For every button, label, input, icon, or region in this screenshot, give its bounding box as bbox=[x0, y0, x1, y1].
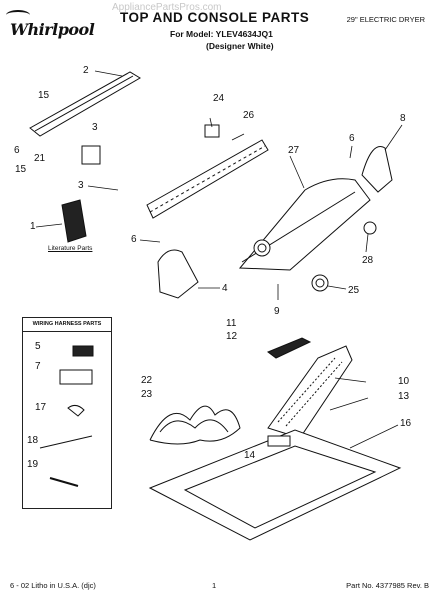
callout-27: 27 bbox=[288, 145, 300, 156]
part-wiring-harness bbox=[149, 405, 241, 445]
callout-8: 8 bbox=[400, 113, 406, 124]
callout-21: 21 bbox=[34, 153, 46, 164]
part-lint-screen bbox=[266, 337, 312, 359]
callout-4: 4 bbox=[222, 283, 228, 294]
part-top-back-strip bbox=[29, 71, 141, 137]
callout-15-lower: 15 bbox=[15, 164, 27, 175]
callout-13: 13 bbox=[398, 391, 410, 402]
callout-24: 24 bbox=[213, 93, 225, 104]
print-info: 6 - 02 Litho in U.S.A. (djc) bbox=[10, 581, 96, 590]
callout-17: 17 bbox=[35, 402, 47, 413]
harness-box-title: WIRING HARNESS PARTS bbox=[32, 321, 102, 327]
callout-25: 25 bbox=[348, 285, 360, 296]
variant-line: (Designer White) bbox=[206, 41, 274, 51]
callout-14: 14 bbox=[244, 450, 256, 461]
page-number: 1 bbox=[212, 581, 217, 590]
callout-10: 10 bbox=[398, 376, 410, 387]
part-knobs bbox=[311, 221, 377, 292]
product-type: 29" ELECTRIC DRYER bbox=[346, 15, 425, 24]
callout-23: 23 bbox=[141, 389, 153, 400]
part-console-panel bbox=[238, 178, 371, 271]
part-end-cap-right bbox=[361, 146, 393, 193]
callout-7: 7 bbox=[35, 361, 41, 372]
callout-6-right: 6 bbox=[349, 133, 355, 144]
logo-swoosh-icon bbox=[6, 10, 30, 20]
model-line: For Model: YLEV4634JQ1 bbox=[170, 29, 273, 39]
callout-28: 28 bbox=[362, 255, 374, 266]
part-end-cap-left bbox=[157, 249, 199, 299]
part-number: Part No. 4377985 Rev. B bbox=[346, 581, 429, 590]
wiring-harness-parts-box: WIRING HARNESS PARTS 5 7 17 18 19 bbox=[22, 317, 112, 509]
brand-name: Whirlpool bbox=[10, 20, 95, 39]
callout-19: 19 bbox=[27, 459, 39, 470]
callout-18: 18 bbox=[27, 435, 39, 446]
callout-11: 11 bbox=[226, 318, 237, 329]
callout-2: 2 bbox=[83, 65, 89, 76]
callout-6-lower: 6 bbox=[131, 234, 137, 245]
literature-parts-label: Literature Parts bbox=[48, 245, 93, 252]
part-console-bracket bbox=[146, 124, 269, 219]
whirlpool-logo: Whirlpool bbox=[4, 8, 95, 39]
callout-9: 9 bbox=[274, 306, 280, 317]
callout-15: 15 bbox=[38, 90, 50, 101]
callout-1: 1 bbox=[30, 221, 36, 232]
callout-22: 22 bbox=[141, 375, 153, 386]
part-top-panel bbox=[148, 429, 402, 541]
callout-leaders bbox=[35, 70, 403, 449]
callout-16: 16 bbox=[400, 418, 412, 429]
callout-26: 26 bbox=[243, 110, 255, 121]
part-literature bbox=[61, 199, 87, 243]
page-title: TOP AND CONSOLE PARTS bbox=[120, 10, 310, 25]
callout-3-lower: 3 bbox=[78, 180, 84, 191]
harness-box-parts bbox=[39, 345, 94, 487]
callout-6: 6 bbox=[14, 145, 20, 156]
callout-3: 3 bbox=[92, 122, 98, 133]
part-lint-housing bbox=[267, 345, 353, 439]
callout-5: 5 bbox=[35, 341, 41, 352]
part-switch bbox=[81, 145, 101, 165]
callout-12: 12 bbox=[226, 331, 238, 342]
harness-box-divider bbox=[23, 331, 111, 332]
watermark: AppliancePartsPros.com bbox=[112, 2, 222, 13]
